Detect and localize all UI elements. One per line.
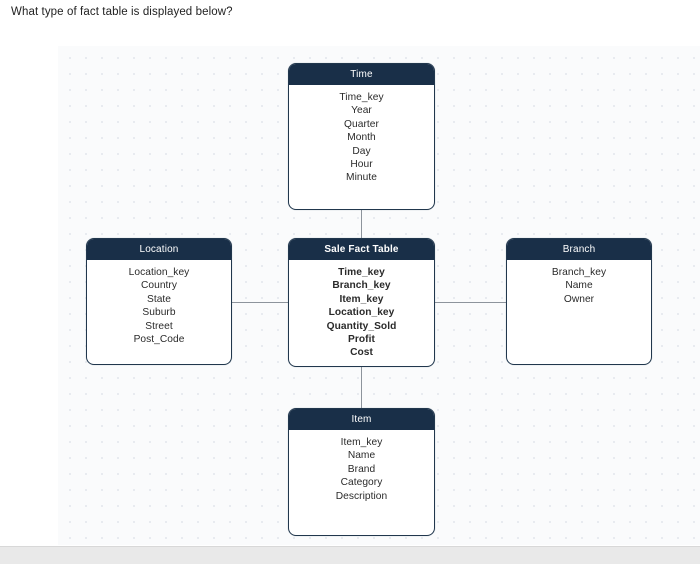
entity-field: Description [335, 490, 388, 502]
connector-location-to-fact [232, 302, 288, 303]
entity-table-time[interactable]: Time Time_key Year Quarter Month Day Hou… [288, 63, 435, 210]
footer-bar [0, 546, 700, 564]
entity-body-item: Item_key Name Brand Category Description [289, 430, 434, 503]
entity-field: Name [565, 280, 593, 292]
entity-field: Post_Code [133, 334, 185, 346]
entity-body-location: Location_key Country State Suburb Street… [87, 260, 231, 346]
entity-field: Year [351, 105, 372, 117]
entity-header-location: Location [87, 239, 231, 260]
entity-field: Item_key [340, 437, 383, 448]
entity-field: Owner [563, 293, 595, 305]
entity-field: Time_key [339, 92, 384, 103]
entity-field: Suburb [142, 307, 176, 319]
entity-body-sale-fact-table: Time_key Branch_key Item_key Location_ke… [289, 260, 434, 360]
entity-field: Location_key [328, 307, 395, 319]
entity-table-location[interactable]: Location Location_key Country State Subu… [86, 238, 232, 365]
entity-field: Country [140, 280, 178, 292]
entity-field: Name [347, 450, 376, 462]
entity-field: State [146, 293, 172, 305]
entity-field: Day [352, 145, 371, 157]
entity-field: Category [340, 477, 383, 489]
connector-time-to-fact [361, 210, 362, 238]
entity-field: Street [145, 320, 173, 332]
entity-header-item: Item [289, 409, 434, 430]
entity-field: Minute [346, 172, 377, 184]
entity-field: Month [347, 132, 376, 144]
entity-header-sale-fact-table: Sale Fact Table [289, 239, 434, 260]
entity-table-sale-fact-table[interactable]: Sale Fact Table Time_key Branch_key Item… [288, 238, 435, 367]
entity-header-time: Time [289, 64, 434, 85]
entity-table-branch[interactable]: Branch Branch_key Name Owner [506, 238, 652, 365]
question-text: What type of fact table is displayed bel… [11, 6, 233, 18]
entity-field: Cost [350, 347, 373, 359]
entity-field: Hour [350, 159, 373, 171]
entity-field: Branch_key [551, 267, 607, 278]
entity-field: Branch_key [332, 280, 391, 292]
entity-field: Item_key [339, 293, 384, 305]
entity-field: Brand [347, 463, 376, 475]
entity-body-time: Time_key Year Quarter Month Day Hour Min… [289, 85, 434, 185]
entity-field: Profit [348, 334, 375, 346]
entity-field: Quarter [344, 118, 379, 130]
connector-branch-to-fact [435, 302, 506, 303]
entity-field: Time_key [338, 267, 385, 278]
entity-header-branch: Branch [507, 239, 651, 260]
entity-field: Quantity_Sold [326, 320, 397, 332]
entity-table-item[interactable]: Item Item_key Name Brand Category Descri… [288, 408, 435, 536]
diagram-canvas: Time Time_key Year Quarter Month Day Hou… [58, 46, 700, 545]
entity-field: Location_key [128, 267, 190, 278]
entity-body-branch: Branch_key Name Owner [507, 260, 651, 306]
connector-item-to-fact [361, 367, 362, 408]
